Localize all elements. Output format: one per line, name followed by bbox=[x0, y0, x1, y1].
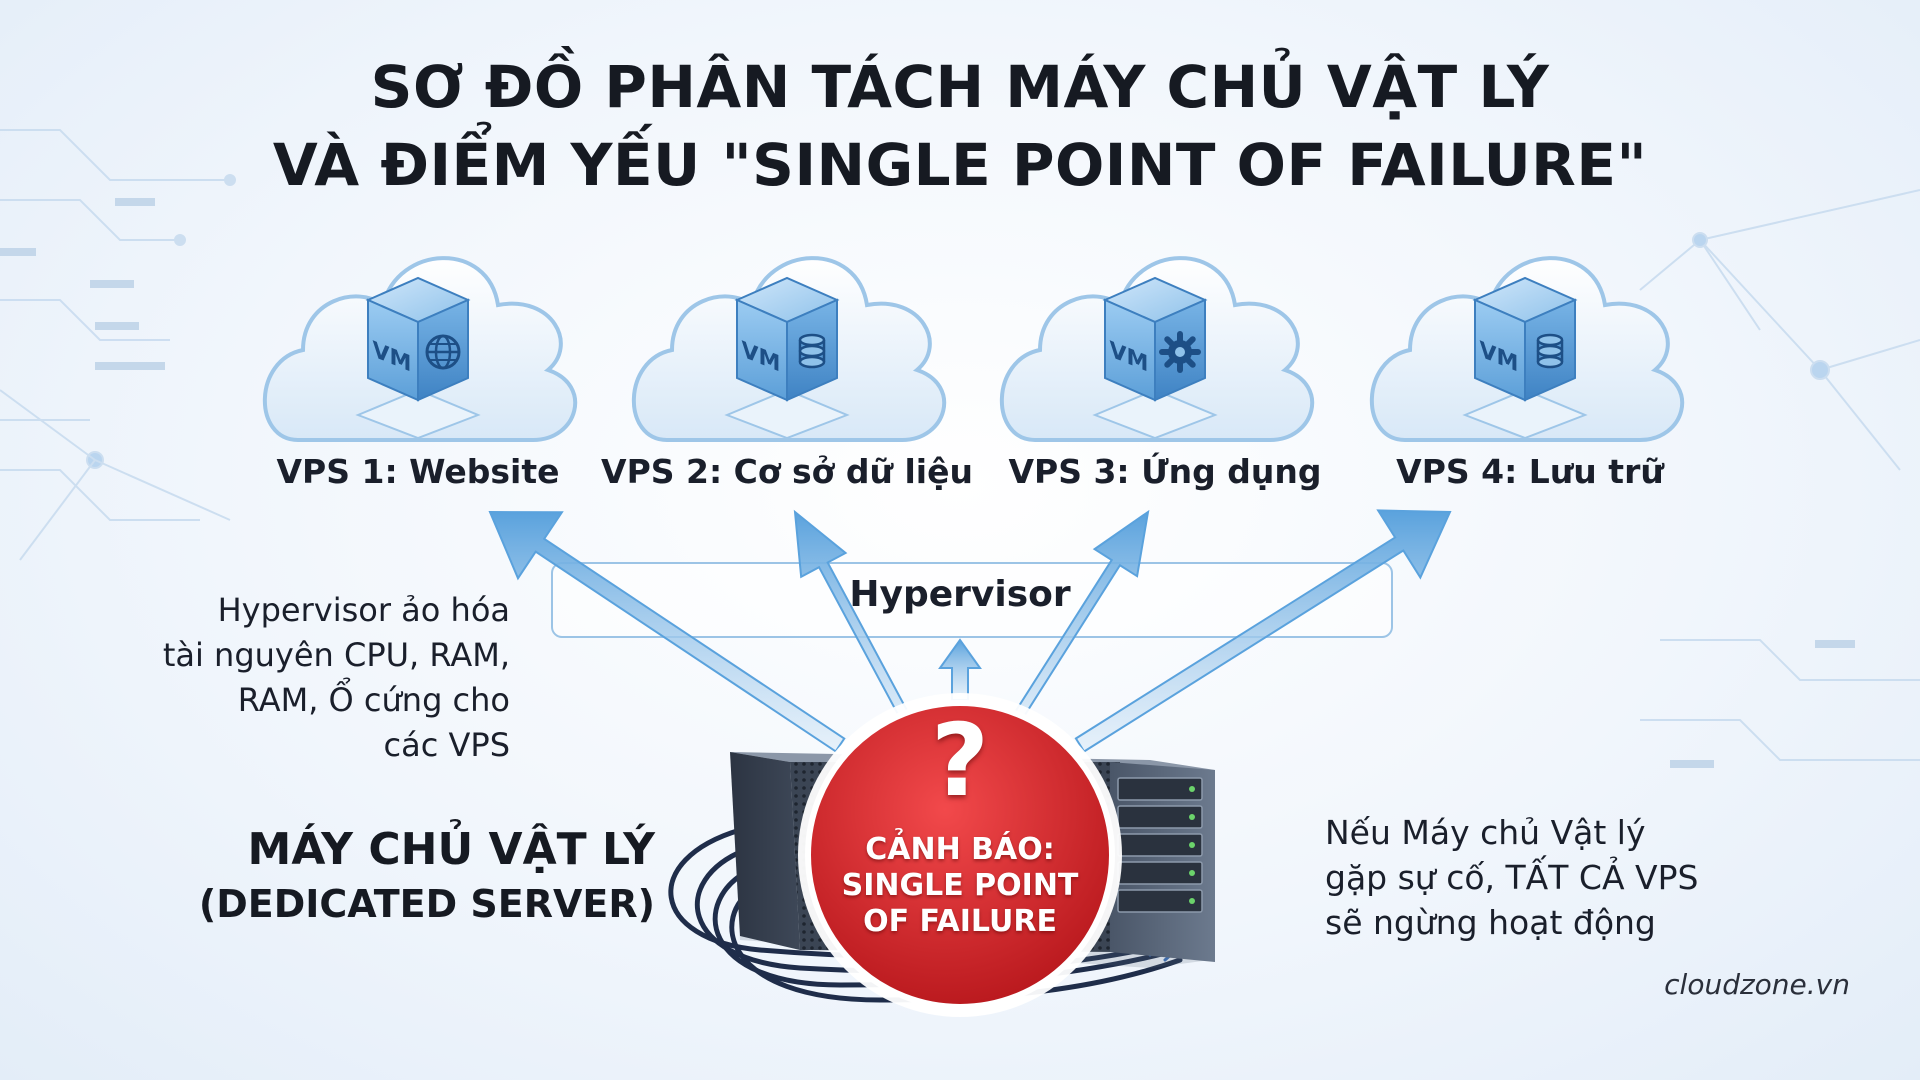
vps-cloud-2: VM bbox=[631, 256, 947, 442]
hypervisor-description: Hypervisor ảo hóa tài nguyên CPU, RAM, R… bbox=[80, 588, 510, 768]
database-icon bbox=[1536, 333, 1564, 369]
circuit-dots-right bbox=[1670, 640, 1855, 768]
hypervisor-bar bbox=[551, 562, 1393, 638]
server-title-line-1: MÁY CHỦ VẬT LÝ bbox=[247, 824, 655, 875]
server-title-line-2: (DEDICATED SERVER) bbox=[198, 882, 655, 926]
cube-base bbox=[1462, 388, 1588, 440]
hypervisor-description-line: các VPS bbox=[383, 726, 510, 764]
arrow-to-hypervisor bbox=[938, 638, 982, 701]
cube-base bbox=[724, 388, 850, 440]
vps-1-label: VPS 1: Website bbox=[276, 452, 560, 491]
vps-4-label: VPS 4: Lưu trữ bbox=[1396, 452, 1664, 491]
database-icon bbox=[798, 333, 826, 369]
globe-icon bbox=[425, 334, 461, 370]
brand-logo-text: cloudzone.vn bbox=[1664, 968, 1850, 1001]
circuit-dots-left bbox=[0, 198, 165, 370]
failure-description-line: gặp sự cố, TẤT CẢ VPS bbox=[1325, 858, 1699, 897]
arrow-to-vps-4 bbox=[1074, 509, 1452, 753]
hypervisor-description-line: tài nguyên CPU, RAM, bbox=[162, 636, 510, 674]
vm-cube-right bbox=[417, 298, 469, 402]
vps-cloud-1: VM bbox=[262, 256, 578, 442]
vps-3-label: VPS 3: Ứng dụng bbox=[1008, 452, 1322, 491]
vps-cloud-3: VM bbox=[999, 256, 1315, 442]
cube-base bbox=[1092, 388, 1218, 440]
page-title: SƠ ĐỒ PHÂN TÁCH MÁY CHỦ VẬT LÝ VÀ ĐIỂM Y… bbox=[0, 48, 1920, 204]
vps-2-label: VPS 2: Cơ sở dữ liệu bbox=[601, 452, 973, 491]
warning-line: CẢNH BÁO: bbox=[865, 832, 1055, 867]
failure-description-line: sẽ ngừng hoạt động bbox=[1325, 903, 1656, 942]
gear-icon bbox=[1159, 331, 1201, 373]
warning-badge bbox=[798, 693, 1122, 1017]
vps-cloud-4: VM bbox=[1369, 256, 1685, 442]
hypervisor-description-line: RAM, Ổ cứng cho bbox=[237, 681, 510, 719]
warning-line: OF FAILURE bbox=[863, 904, 1057, 939]
arrow-to-vps-1 bbox=[488, 510, 846, 753]
hypervisor-label: Hypervisor bbox=[849, 574, 1071, 615]
clouds-group: VM VM VM VM bbox=[262, 256, 1685, 442]
circuit-decoration-left bbox=[0, 129, 236, 561]
failure-description-line: Nếu Máy chủ Vật lý bbox=[1325, 813, 1646, 852]
arrows-group bbox=[488, 509, 1452, 753]
drive-leds bbox=[1189, 786, 1195, 904]
warning-line: SINGLE POINT bbox=[841, 868, 1079, 903]
question-mark-icon: ? bbox=[930, 702, 989, 819]
warning-text: CẢNH BÁO: SINGLE POINT OF FAILURE bbox=[820, 832, 1100, 940]
network-decoration-right bbox=[1639, 189, 1920, 761]
drive-bays bbox=[1117, 777, 1203, 913]
cube-base bbox=[355, 388, 481, 440]
title-line-1: SƠ ĐỒ PHÂN TÁCH MÁY CHỦ VẬT LÝ bbox=[370, 53, 1550, 121]
failure-description: Nếu Máy chủ Vật lý gặp sự cố, TẤT CẢ VPS… bbox=[1325, 810, 1805, 945]
hypervisor-description-line: Hypervisor ảo hóa bbox=[217, 591, 510, 629]
title-line-2: VÀ ĐIỂM YẾU "SINGLE POINT OF FAILURE" bbox=[272, 131, 1648, 199]
server-title: MÁY CHỦ VẬT LÝ (DEDICATED SERVER) bbox=[110, 822, 655, 930]
